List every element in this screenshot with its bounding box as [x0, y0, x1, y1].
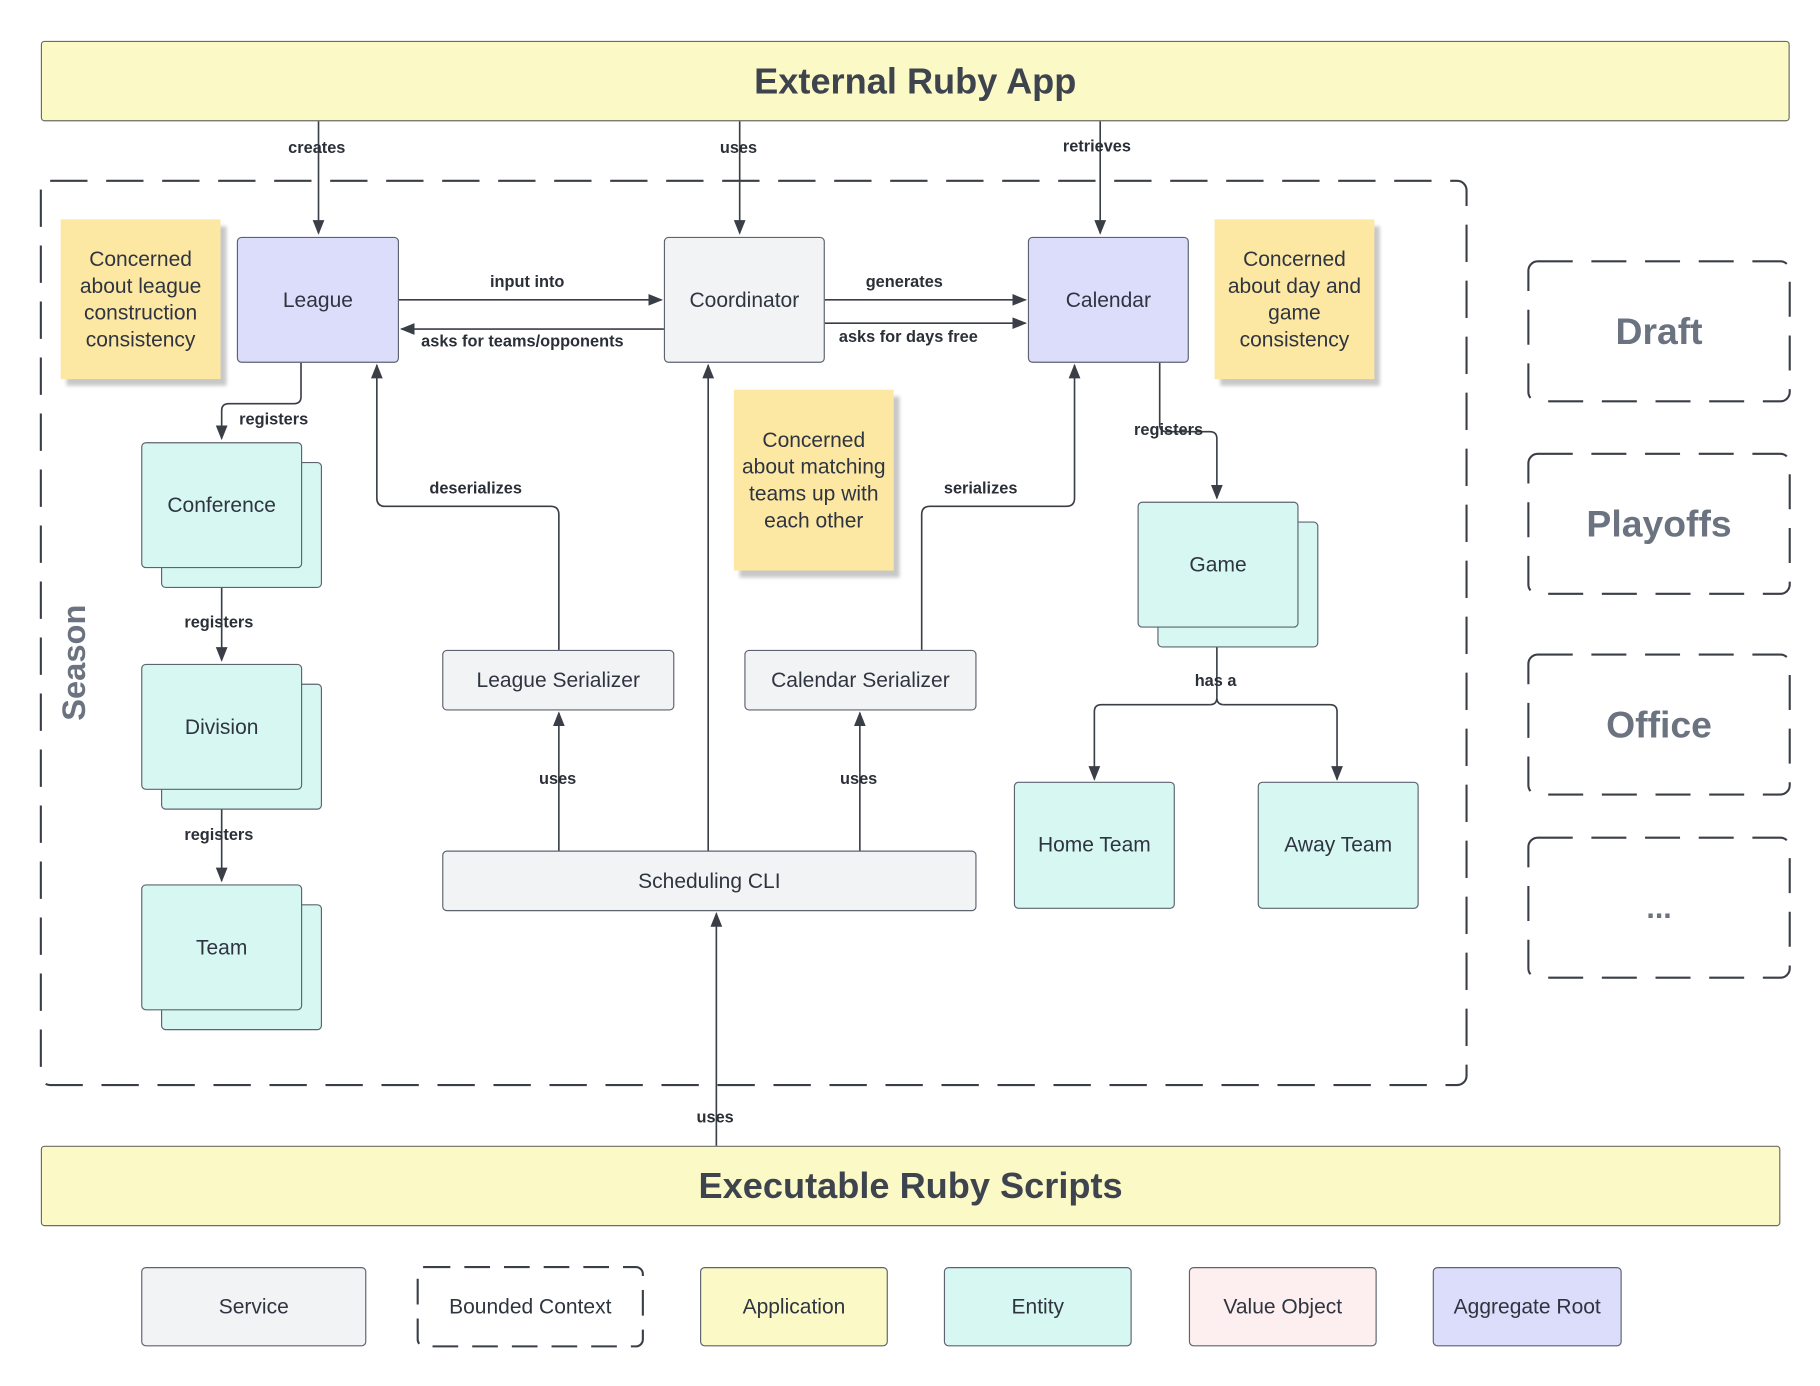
- legend-bounded-context: Bounded Context: [449, 1294, 612, 1318]
- calendar-node[interactable]: Calendar: [1027, 236, 1189, 363]
- edge-label-uses-league-serializer: uses: [539, 768, 577, 788]
- legend-bounded-context-border: [416, 1265, 644, 1348]
- calendar-serializer-node[interactable]: Calendar Serializer: [744, 649, 977, 711]
- executable-ruby-scripts-label: Executable Ruby Scripts: [698, 1164, 1123, 1206]
- edge-label-registers-game: registers: [1134, 420, 1204, 439]
- office-context-border: [1527, 653, 1791, 796]
- edge-label-retrieves: retrieves: [1062, 136, 1131, 156]
- league-node[interactable]: League: [236, 236, 400, 363]
- edge-label-uses-calendar-serializer: uses: [840, 768, 878, 788]
- executable-ruby-scripts[interactable]: Executable Ruby Scripts: [40, 1145, 1781, 1227]
- edge-registers-conference: [215, 362, 302, 441]
- edge-label-asks-days: asks for days free: [838, 326, 978, 346]
- edge-has-a-home: [1088, 703, 1210, 781]
- legend-aggregate-root: Aggregate Root: [1432, 1267, 1622, 1347]
- legend-value-object: Value Object: [1188, 1267, 1377, 1347]
- coordinator-node[interactable]: Coordinator: [663, 236, 825, 363]
- division-node[interactable]: Division: [141, 663, 303, 790]
- edge-label-deserializes: deserializes: [429, 478, 522, 498]
- context-more[interactable]: ...: [1646, 889, 1672, 925]
- note-calendar-consistency: Concerned about day and game consistency: [1214, 219, 1375, 380]
- edge-label-creates: creates: [288, 137, 346, 157]
- edge-has-a-join: [1209, 697, 1224, 706]
- team-node[interactable]: Team: [141, 884, 303, 1011]
- playoffs-context-border: [1527, 452, 1791, 595]
- context-draft[interactable]: Draft: [1615, 309, 1703, 352]
- note-matching-teams: Concerned about matching teams up with e…: [733, 389, 894, 571]
- context-office[interactable]: Office: [1606, 702, 1712, 745]
- edge-label-has-a: has a: [1194, 670, 1237, 690]
- draft-context-border: [1527, 260, 1791, 403]
- legend-application: Application: [700, 1267, 888, 1347]
- edge-has-a-away: [1223, 703, 1343, 781]
- season-context-title: Season: [56, 604, 93, 721]
- edge-label-asks-teams: asks for teams/opponents: [421, 331, 624, 351]
- external-ruby-app[interactable]: External Ruby App: [40, 40, 1790, 122]
- home-team-node[interactable]: Home Team: [1013, 781, 1175, 909]
- context-playoffs[interactable]: Playoffs: [1586, 502, 1732, 545]
- edge-serializes: [920, 363, 1081, 650]
- edge-registers-game: [1158, 362, 1223, 500]
- away-team-node[interactable]: Away Team: [1257, 781, 1419, 909]
- note-league-consistency: Concerned about league construction cons…: [60, 219, 221, 380]
- more-context-border: [1527, 836, 1791, 979]
- external-ruby-app-label: External Ruby App: [754, 60, 1077, 101]
- edge-label-registers-conference: registers: [239, 409, 309, 429]
- edge-label-uses-bottom: uses: [696, 1107, 734, 1126]
- conference-node[interactable]: Conference: [141, 442, 303, 569]
- edge-deserializes: [370, 363, 560, 650]
- season-context-border: [39, 179, 1468, 1087]
- edge-label-input-into: input into: [490, 271, 565, 291]
- scheduling-cli-node[interactable]: Scheduling CLI: [442, 850, 977, 912]
- legend-entity: Entity: [943, 1267, 1132, 1347]
- legend-service: Service: [141, 1267, 367, 1347]
- game-node[interactable]: Game: [1137, 501, 1299, 628]
- edge-label-registers-team: registers: [184, 824, 254, 844]
- edge-label-uses-top: uses: [719, 137, 758, 157]
- league-serializer-node[interactable]: League Serializer: [442, 649, 675, 711]
- edge-label-registers-division: registers: [184, 612, 254, 632]
- edge-label-serializes: serializes: [943, 478, 1018, 498]
- edge-label-generates: generates: [865, 271, 943, 291]
